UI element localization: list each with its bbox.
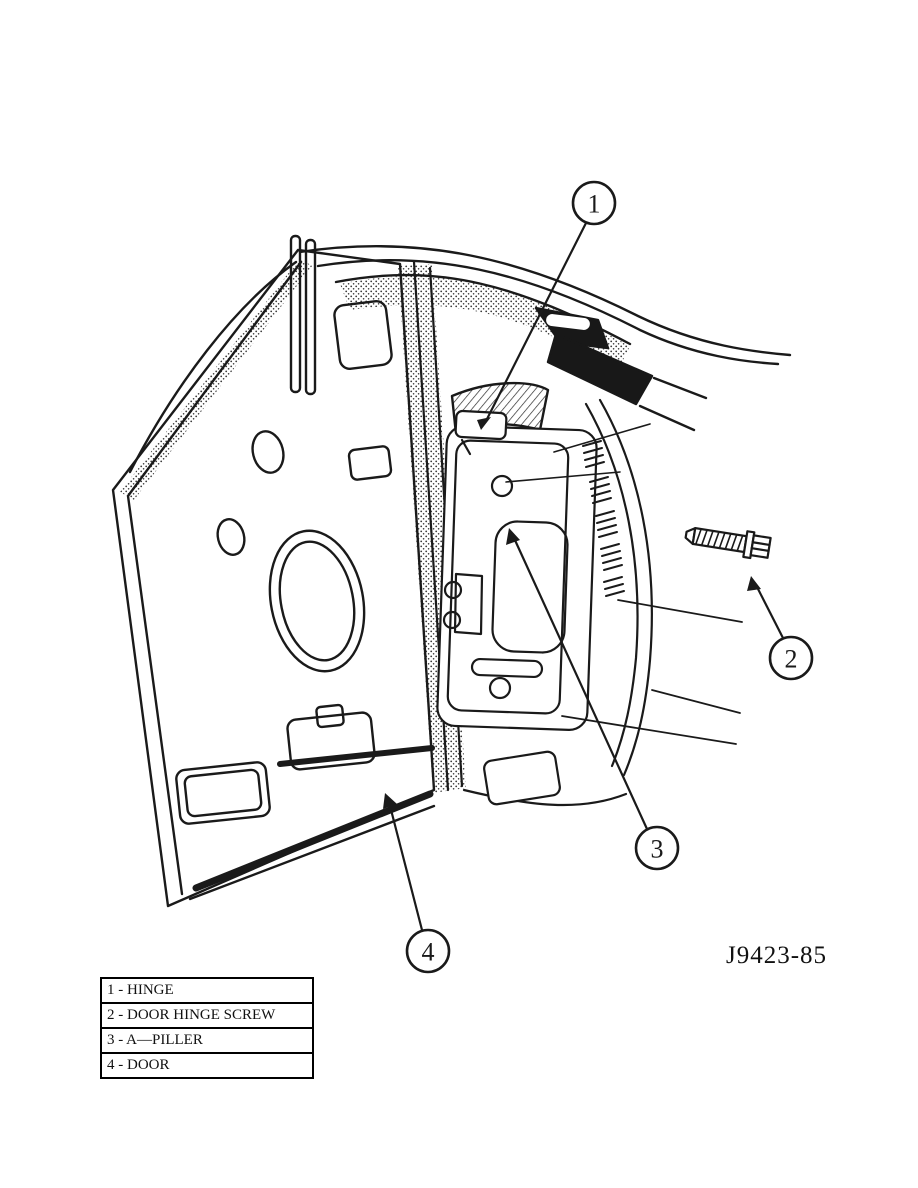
callout-2-leader (754, 583, 785, 640)
legend-row-door: 4 - DOOR (107, 1057, 170, 1073)
weld-marks (582, 440, 625, 597)
screw-head-facet (750, 547, 770, 552)
window-frame-bar (289, 234, 302, 394)
door-hole-small-lower (216, 518, 246, 556)
window-frame-bar (304, 238, 317, 396)
callout-3-circle (634, 825, 680, 871)
hinge-plate (446, 439, 570, 715)
door-cutout-upper (333, 300, 393, 370)
callout-1-arrow (477, 417, 491, 430)
callout-4: 4 (383, 793, 451, 974)
callout-3-number: 3 (651, 835, 664, 864)
door-inner-edge (126, 260, 303, 896)
callout-2-arrow (747, 576, 761, 591)
callout-1-circle (571, 180, 617, 226)
legend-table: 1 - HINGE 2 - DOOR HINGE SCREW 3 - A—PIL… (100, 977, 314, 1079)
callout-4-leader (387, 800, 424, 932)
callout-3-leader (512, 536, 649, 831)
door-mid-band (277, 745, 435, 767)
hinge-bolt-hole-lower (488, 676, 512, 700)
reference-line (651, 689, 741, 714)
roof-structure (298, 244, 792, 436)
pillar-slot (470, 657, 544, 679)
door-cutout-lower-left-inner (183, 768, 263, 818)
hinge-bolt-hole-upper (490, 474, 514, 498)
sill-edge (462, 788, 628, 807)
door-window-frame-curve (128, 260, 298, 474)
a-pillar (412, 260, 598, 792)
callouts: 1 2 3 4 (383, 180, 814, 974)
hinge-knuckle (443, 580, 463, 600)
door-bottom-band (192, 790, 434, 892)
cowl-dark-shape-lower (546, 332, 654, 406)
reference-line (617, 599, 743, 623)
door-hole-small-upper (251, 430, 285, 474)
callout-1-number: 1 (588, 190, 601, 219)
cowl-slot (546, 314, 590, 330)
callout-2: 2 (747, 576, 814, 681)
legend-row-hinge: 1 - HINGE (102, 979, 312, 1004)
callout-1: 1 (477, 180, 617, 430)
door-hinge-screw (684, 526, 772, 560)
callout-4-arrow (383, 793, 397, 809)
legend-row-door-hinge-screw: 2 - DOOR HINGE SCREW (102, 1004, 312, 1029)
callout-2-circle (768, 635, 814, 681)
speaker-hole-inner (278, 540, 356, 662)
screw-head-facet (751, 541, 771, 547)
sill-cutout (483, 750, 561, 806)
hinge-knuckle (442, 610, 462, 630)
reference-line (553, 423, 651, 453)
door-cutout-tabbed (286, 711, 376, 771)
pillar-opening (491, 520, 569, 654)
callout-2-number: 2 (785, 645, 798, 674)
door-cutout-tab (315, 703, 345, 729)
door-cutout-middle (347, 445, 393, 481)
reference-line (561, 715, 737, 745)
screw-threads (694, 528, 744, 552)
door-opening-edge (462, 398, 743, 807)
callout-4-number: 4 (422, 938, 435, 967)
callout-3: 3 (506, 528, 680, 871)
callout-4-circle (405, 928, 451, 974)
door-panel (111, 234, 436, 908)
screw-head (749, 534, 772, 559)
callout-3-arrow (506, 528, 520, 545)
callout-1-leader (484, 221, 588, 423)
speaker-hole-outer (268, 529, 366, 673)
door-cutout-lower-left (175, 761, 271, 825)
figure-code: J9423-85 (726, 942, 828, 969)
reference-line (505, 471, 621, 483)
legend-row-a-pillar: 3 - A—PILLER (102, 1029, 312, 1054)
